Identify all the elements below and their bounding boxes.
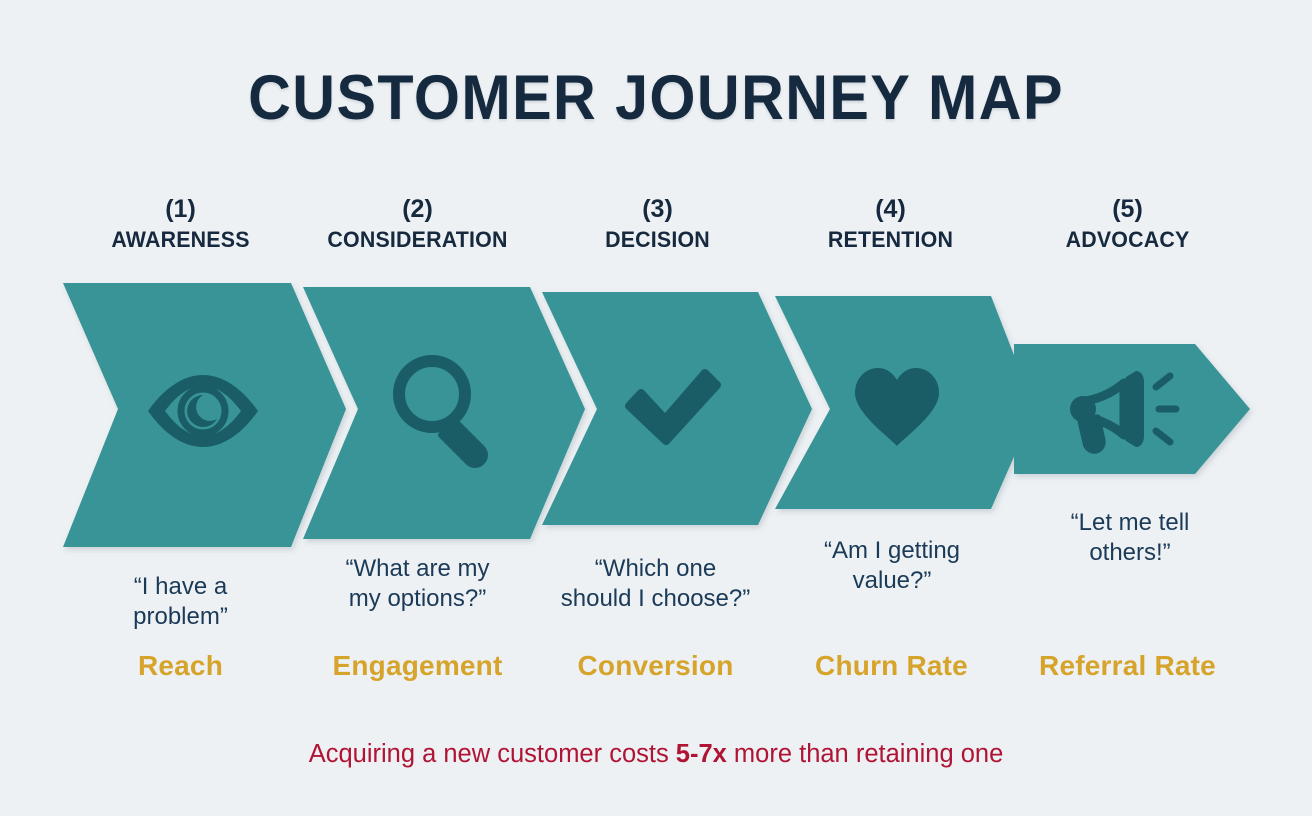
heart-icon (855, 368, 939, 446)
stage-number-4: (4) (875, 195, 906, 223)
quote-stage-5: “Let me tell others!” (1070, 509, 1190, 566)
stage-name-5: ADVOCACY (1065, 227, 1190, 252)
footer-prefix: Acquiring a new customer costs (308, 740, 676, 768)
metric-stage-4: Churn Rate (815, 650, 968, 681)
metric-stage-2: Engagement (332, 650, 503, 681)
chevron-stage-5[interactable] (1014, 344, 1250, 474)
stage-number-5: (5) (1112, 195, 1143, 223)
chevron-stage-4[interactable] (775, 296, 1035, 509)
stage-header-4: (4) RETENTION (768, 193, 1013, 255)
stage-name-3: DECISION (605, 227, 710, 252)
metric-stage-5: Referral Rate (1039, 650, 1216, 681)
stage-name-4: RETENTION (827, 227, 954, 252)
stage-header-5: (5) ADVOCACY (1005, 193, 1250, 255)
footer-highlight: 5-7x (675, 740, 727, 768)
stage-header-1: (1) AWARENESS (58, 193, 303, 255)
magnifier-icon (393, 355, 488, 468)
quote-stage-4: “Am I getting value?” (823, 537, 961, 594)
footer-suffix: more than retaining one (726, 740, 1004, 768)
stage-header-2: (2) CONSIDERATION (295, 193, 540, 255)
metric-stage-1: Reach (137, 650, 224, 681)
stage-number-2: (2) (402, 195, 433, 223)
megaphone-icon (1070, 371, 1180, 454)
check-icon (625, 369, 721, 445)
quote-stage-2: “What are my my options?” (345, 555, 490, 612)
eye-icon (148, 375, 258, 447)
page-title: CUSTOMER JOURNEY MAP (248, 63, 1064, 133)
quote-stage-3: “Which one should I choose?” (560, 555, 751, 612)
stage-number-1: (1) (165, 195, 196, 223)
stage-header-3: (3) DECISION (535, 193, 780, 255)
metric-stage-3: Conversion (577, 650, 734, 681)
footer-note: Acquiring a new customer costs 5-7x more… (0, 740, 1312, 769)
stage-name-1: AWARENESS (111, 227, 250, 252)
stage-number-3: (3) (642, 195, 673, 223)
chevron-stage-1[interactable] (63, 283, 346, 547)
chevron-stage-3[interactable] (542, 292, 812, 525)
quote-stage-1: “I have a problem” (133, 573, 228, 630)
stage-name-2: CONSIDERATION (327, 227, 508, 252)
chevron-stage-2[interactable] (303, 287, 585, 539)
